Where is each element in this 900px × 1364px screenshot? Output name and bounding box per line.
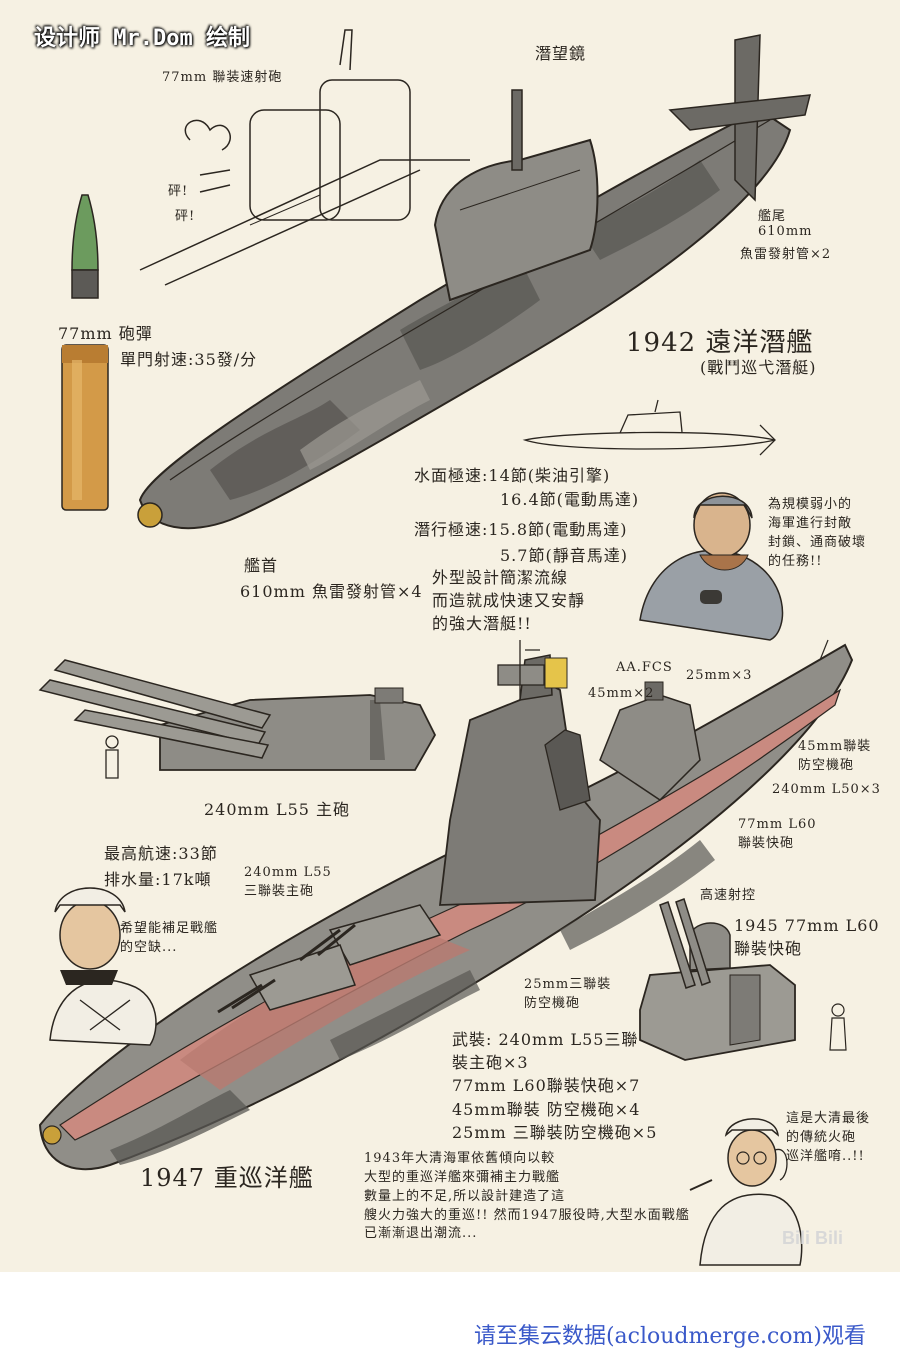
sfx-bang-1: 砰! (168, 184, 189, 199)
armament-list: 武裝: 240mm L55三聯 裝主砲×3 77mm L60聯裝快砲×7 45m… (452, 1030, 658, 1142)
main-turret-drawing (38, 659, 437, 779)
fire-control-label: 高速射控 (700, 888, 757, 903)
surface-speed-2: 16.4節(電動馬達) (500, 490, 640, 509)
stern-detail: 610mm (758, 224, 813, 239)
aa-25-label: 25mm×3 (686, 668, 753, 683)
history-note: 1943年大清海軍依舊傾向以較 大型的重巡洋艦來彌補主力戰艦 數量上的不足,所以… (364, 1151, 690, 1242)
officer-figure (49, 887, 157, 1046)
gun-label: 77mm 聯装速射砲 (162, 70, 283, 85)
l50-label: 240mm L50×3 (772, 782, 881, 797)
aa-45-label: 45mm×2 (588, 686, 655, 701)
displacement: 排水量:17k噸 (104, 870, 212, 889)
max-speed: 最高航速:33節 (104, 844, 218, 863)
scale-figure (829, 1003, 847, 1051)
dive-speed-2: 5.7節(靜音馬達) (500, 546, 628, 565)
watermark: Bili Bili (782, 1228, 844, 1248)
periscope-label: 潛望鏡 (535, 44, 587, 63)
surface-speed: 水面極速:14節(柴油引擎) (414, 466, 611, 485)
bow-title: 艦首 (244, 556, 279, 575)
turret-label: 240mm L55 三聯裝主砲 (244, 865, 332, 899)
bow-tubes: 610mm 魚雷發射管×4 (240, 582, 423, 601)
illustration-sheet: 77mm 聯装速射砲 潛望鏡 砰! 砰! 艦尾 610mm 魚雷發射管×2 77… (0, 0, 900, 1272)
aa-45-gun-label: 45mm聯裝 防空機砲 (798, 739, 872, 773)
l60-title: 1945 77mm L60 聯裝快砲 (734, 916, 880, 959)
main-gun-label: 240mm L55 主砲 (204, 800, 351, 819)
submarine-drawing (137, 34, 811, 530)
cruiser-drawing (38, 639, 854, 1171)
l60-label: 77mm L60 聯裝快砲 (738, 817, 817, 851)
sailor-figure (689, 1118, 803, 1266)
submarine-title: 1942 遠洋潛艦 (626, 328, 814, 358)
officer-note: 希望能補足戰艦 的空缺... (120, 921, 219, 955)
aa-25-gun-label: 25mm三聯裝 防空機砲 (524, 977, 612, 1011)
shell-drawing (61, 194, 109, 511)
submarine-subtitle: (戰鬥巡弋潛艇) (700, 358, 817, 377)
mission-note: 為規模弱小的 海軍進行封敵 封鎖、通商破壞 的任務!! (768, 497, 867, 569)
sfx-bang-2: 砰! (175, 209, 196, 224)
deck-gun-sketch (139, 29, 470, 286)
aa-fcs-label: AA.FCS (616, 660, 673, 675)
cruiser-title: 1947 重巡洋艦 (140, 1164, 314, 1192)
stern-tubes: 魚雷發射管×2 (740, 247, 832, 262)
fire-rate-label: 單門射速:35發/分 (120, 350, 258, 369)
naval-illustration (38, 29, 854, 1266)
artist-credit: 设计师 Mr.Dom 绘制 (34, 26, 250, 51)
shell-label: 77mm 砲彈 (58, 324, 153, 343)
sailor-note: 這是大清最後 的傳統火砲 巡洋艦唷..!! (786, 1111, 871, 1164)
source-footer: 请至集云数据(acloudmerge.com)观看 (473, 1324, 866, 1349)
submariner-figure (639, 492, 784, 641)
submarine-silhouette (522, 399, 776, 456)
l60-turret-drawing (639, 898, 796, 1061)
design-note: 外型設計簡潔流線 而造就成快速又安靜 的強大潛艇!! (432, 568, 586, 634)
dive-speed: 潛行極速:15.8節(電動馬達) (414, 520, 628, 539)
stern-title: 艦尾 (758, 209, 787, 224)
